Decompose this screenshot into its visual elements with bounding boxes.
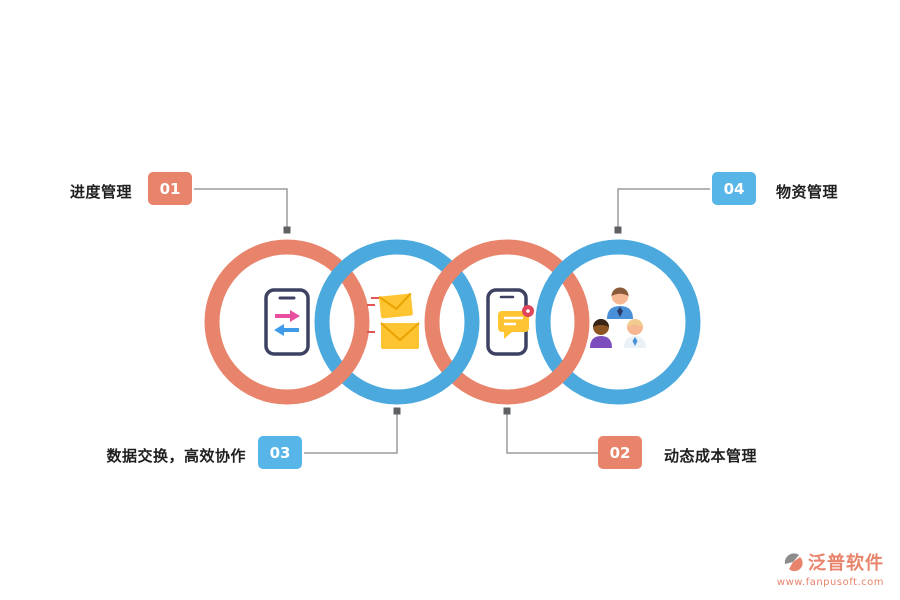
fanpu-logo-icon xyxy=(784,553,803,572)
chat-bubble xyxy=(498,311,529,332)
ring-1-weave xyxy=(320,350,362,394)
person-left xyxy=(590,319,612,348)
connector-01-end-square xyxy=(283,226,291,234)
label-materials: 物资管理 xyxy=(776,183,839,201)
arrow-right-head xyxy=(290,310,300,322)
phone-body xyxy=(264,288,310,356)
ring-2-weave xyxy=(430,350,472,394)
arrow-left-head xyxy=(274,324,284,336)
footer-brand-block: 泛普软件 www.fanpusoft.com xyxy=(777,549,884,588)
connector-02 xyxy=(506,411,598,454)
envelope-top xyxy=(378,292,413,319)
label-dynamic-cost: 动态成本管理 xyxy=(664,447,758,465)
ring-1 xyxy=(204,239,370,405)
tie xyxy=(632,337,638,346)
phone-transfer-icon xyxy=(264,288,310,356)
connectors xyxy=(194,188,710,454)
label-data-exchange: 数据交换，高效协作 xyxy=(106,447,246,465)
brand-url: www.fanpusoft.com xyxy=(776,577,884,588)
connector-04-end-square xyxy=(614,226,622,234)
envelope-bottom xyxy=(380,322,420,349)
connector-01 xyxy=(194,188,288,231)
chat-bubble-tail xyxy=(504,331,513,339)
badge-01: 01 xyxy=(148,172,192,205)
connector-03-end-square xyxy=(393,407,401,415)
phone-chat-icon xyxy=(486,288,534,356)
label-progress: 进度管理 xyxy=(69,183,132,201)
connector-04 xyxy=(617,188,710,231)
ring-4 xyxy=(535,239,701,405)
tie xyxy=(617,307,623,317)
team-icon xyxy=(590,287,646,348)
rings xyxy=(204,239,701,405)
ring-3-weave xyxy=(540,350,582,394)
connector-03 xyxy=(304,411,398,454)
person-right xyxy=(624,319,646,348)
badge-04: 04 xyxy=(712,172,756,205)
brand-name: 泛普软件 xyxy=(808,553,884,574)
ring-2 xyxy=(314,239,480,405)
ring-3 xyxy=(424,239,590,405)
connector-02-end-square xyxy=(503,407,511,415)
person-top xyxy=(607,287,633,319)
badge-02: 02 xyxy=(598,436,642,469)
envelopes-icon xyxy=(367,292,420,349)
badge-03: 03 xyxy=(258,436,302,469)
